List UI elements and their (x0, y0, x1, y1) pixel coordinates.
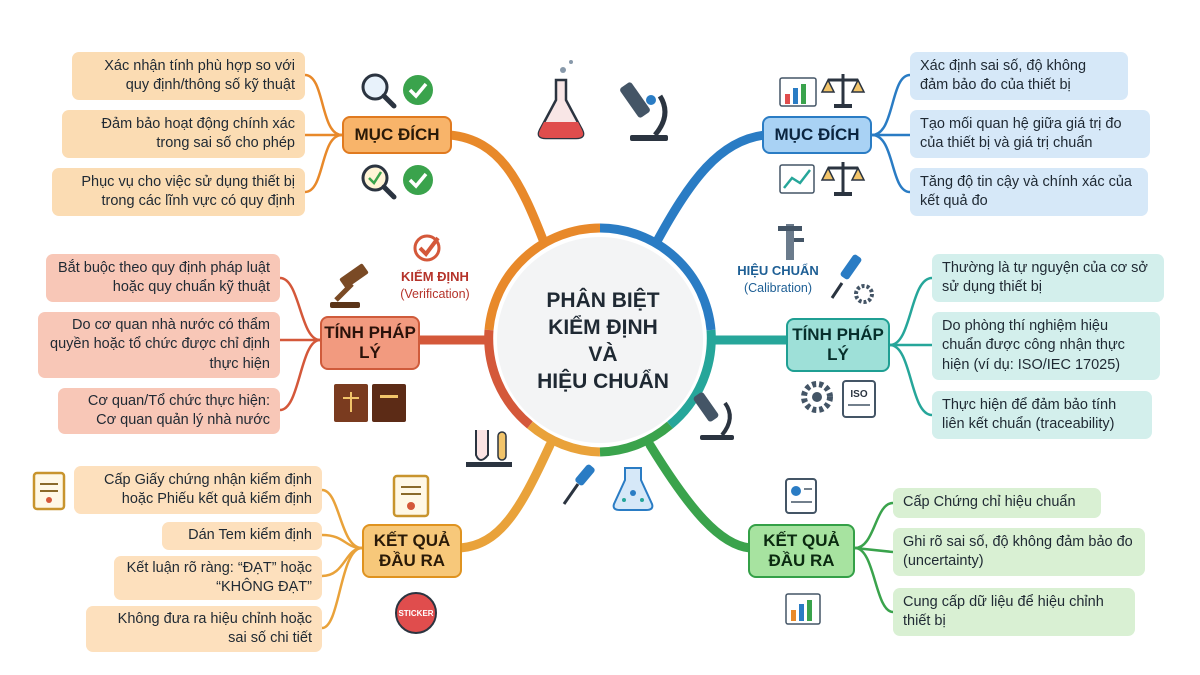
calibration-legal-hub: TÍNH PHÁP LÝ (786, 318, 890, 372)
hub-title: TÍNH PHÁP LÝ (792, 324, 884, 364)
calibration-output-hub: KẾT QUẢ ĐẦU RA (748, 524, 855, 578)
left-leaf-connectors (279, 73, 363, 630)
iso-certificate-icon: ISO (842, 380, 876, 418)
verification-label: KIỂM ĐỊNH (401, 269, 469, 284)
calibration-legal-item: Thực hiện để đảm bảo tính liên kết chuẩn… (932, 391, 1152, 439)
dropper-icon (562, 464, 595, 505)
law-book-icon (334, 384, 406, 422)
hub-title: TÍNH PHÁP LÝ (324, 322, 416, 362)
scale-icon (820, 74, 866, 108)
hub-title: KẾT QUẢ ĐẦU RA (763, 530, 840, 570)
magnifier-icon (361, 73, 397, 109)
center-title: PHÂN BIỆT KIỂM ĐỊNH VÀ HIỆU CHUẨN (508, 252, 698, 432)
verification-sublabel: (Verification) (400, 286, 470, 301)
calibration-purpose-item: Xác định sai số, độ không đảm bảo đo của… (910, 52, 1128, 100)
gear-icon (801, 381, 833, 413)
document-icon (32, 471, 66, 511)
magnifier-check-icon (361, 164, 397, 200)
certificate-icon (392, 474, 430, 518)
calibration-label: HIỆU CHUẨN (737, 263, 819, 278)
data-chart-icon (785, 593, 821, 625)
sticker-label: STICKER (398, 609, 433, 618)
test-tubes-icon (466, 430, 512, 467)
verification-output-item: Không đưa ra hiệu chỉnh hoặc sai số chi … (86, 606, 322, 652)
sticker-icon: STICKER (395, 592, 437, 634)
verification-legal-item: Cơ quan/Tổ chức thực hiện: Cơ quan quản … (58, 388, 280, 434)
calibration-output-item: Cung cấp dữ liệu để hiệu chỉnh thiết bị (893, 588, 1135, 636)
verification-purpose-item: Phục vụ cho việc sử dụng thiết bị trong … (52, 168, 305, 216)
calibration-tag: HIỆU CHUẨN (Calibration) (728, 262, 828, 296)
verification-output-hub: KẾT QUẢ ĐẦU RA (362, 524, 462, 578)
calibration-purpose-item: Tăng độ tin cậy và chính xác của kết quả… (910, 168, 1148, 216)
microscope-icon (693, 392, 734, 440)
center-title-line: PHÂN BIỆT (546, 289, 660, 313)
check-circle-icon (403, 165, 433, 195)
center-title-line: VÀ (588, 343, 618, 366)
calibration-output-item: Cấp Chứng chỉ hiệu chuẩn (893, 488, 1101, 518)
flask-icon (537, 60, 585, 140)
line-chart-icon (779, 164, 815, 194)
iso-label: ISO (850, 389, 867, 400)
center-node (484, 223, 716, 457)
bar-chart-icon (779, 77, 817, 107)
calibration-legal-item: Thường là tự nguyện của cơ sở sử dụng th… (932, 254, 1164, 302)
center-title-line: KIỂM ĐỊNH (548, 316, 658, 340)
molecule-flask-icon (612, 467, 654, 511)
verification-output-item: Kết luận rõ ràng: “ĐẠT” hoặc “KHÔNG ĐẠT” (114, 556, 322, 600)
verification-output-item: Cấp Giấy chứng nhận kiểm định hoặc Phiếu… (74, 466, 322, 514)
verification-legal-item: Do cơ quan nhà nước có thẩm quyền hoặc t… (38, 312, 280, 378)
calibration-purpose-hub: MỤC ĐÍCH (762, 116, 872, 154)
verification-purpose-item: Xác nhận tính phù hợp so với quy định/th… (72, 52, 305, 100)
verification-tag: KIỂM ĐỊNH (Verification) (380, 268, 490, 302)
verification-purpose-hub: MỤC ĐÍCH (342, 116, 452, 154)
calibration-legal-item: Do phòng thí nghiệm hiệu chuẩn được công… (932, 312, 1160, 380)
calibration-sublabel: (Calibration) (743, 280, 813, 295)
scale-icon (820, 162, 866, 196)
calibration-purpose-item: Tạo mối quan hệ giữa giá trị đo của thiế… (910, 110, 1150, 158)
report-icon (785, 478, 817, 514)
microscope-icon (620, 82, 668, 141)
center-title-line: HIỆU CHUẨN (537, 369, 669, 393)
verification-legal-hub: TÍNH PHÁP LÝ (320, 316, 420, 370)
hub-title: MỤC ĐÍCH (774, 124, 860, 144)
check-mark-icon (413, 234, 441, 262)
check-circle-icon (403, 75, 433, 105)
gavel-icon (330, 263, 369, 308)
verification-purpose-item: Đảm bảo hoạt động chính xác trong sai số… (62, 110, 305, 158)
caliper-icon (778, 224, 804, 260)
hub-title: KẾT QUẢ ĐẦU RA (373, 530, 451, 570)
pipette-gear-icon (830, 254, 874, 304)
calibration-output-item: Ghi rõ sai số, độ không đảm bảo đo (unce… (893, 528, 1145, 576)
right-leaf-connectors (854, 73, 933, 614)
verification-legal-item: Bắt buộc theo quy định pháp luật hoặc qu… (46, 254, 280, 302)
hub-title: MỤC ĐÍCH (354, 124, 440, 144)
verification-output-item: Dán Tem kiểm định (162, 522, 322, 550)
